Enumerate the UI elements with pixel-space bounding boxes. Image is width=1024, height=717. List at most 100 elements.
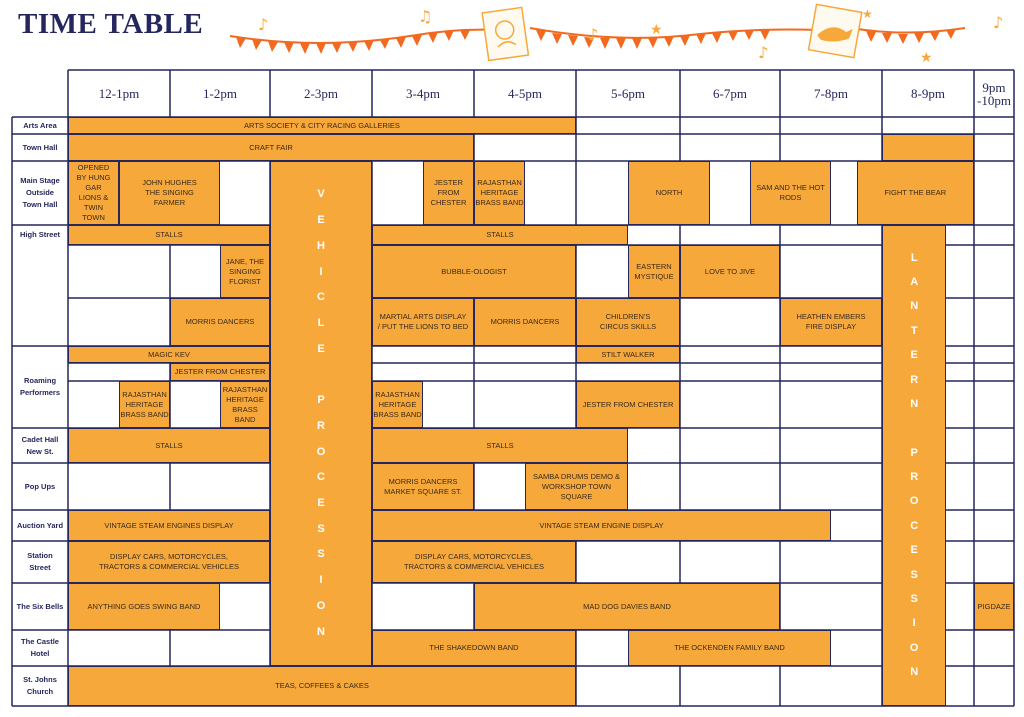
procession-letter: S: [317, 522, 325, 535]
procession-letter: [319, 369, 322, 380]
procession-letter: S: [910, 568, 918, 581]
event-block: JANE, THE SINGING FLORIST: [220, 245, 270, 298]
procession-letter: S: [910, 592, 918, 605]
event-block: FIGHT THE BEAR: [856, 161, 974, 225]
event-block: VINTAGE STEAM ENGINES DISPLAY: [68, 510, 270, 541]
column-header: 4-5pm: [508, 86, 542, 101]
procession-letter: R: [910, 471, 919, 484]
procession-letter: N: [910, 300, 919, 313]
event-block: DISPLAY CARS, MOTORCYCLES, TRACTORS & CO…: [68, 541, 270, 583]
event-block: MORRIS DANCERS: [170, 298, 270, 346]
event-block: NORTH: [628, 161, 710, 225]
event-block: SAM AND THE HOT RODS: [750, 161, 831, 225]
procession-letter: O: [316, 445, 326, 458]
procession-letter: N: [910, 397, 919, 410]
procession-letter: O: [909, 495, 919, 508]
row-label: The Castle Hotel: [21, 637, 59, 658]
column-header: 9pm -10pm: [977, 79, 1011, 108]
procession-letter: O: [316, 599, 326, 612]
event-block: FAIR OPENED BY HUNG GAR LIONS & TWIN TOW…: [68, 161, 119, 225]
event-block: TEAS, COFFEES & CAKES: [68, 666, 576, 706]
procession-letter: I: [912, 617, 916, 630]
column-header: 2-3pm: [304, 86, 338, 101]
procession-letter: C: [317, 471, 325, 484]
procession-letter: P: [910, 446, 918, 459]
column-header: 6-7pm: [713, 86, 747, 101]
page-title: TIME TABLE: [18, 8, 204, 40]
column-header: 3-4pm: [406, 86, 440, 101]
event-block: STALLS: [68, 428, 270, 463]
event-block: JESTER FROM CHESTER: [170, 363, 270, 381]
event-block: HEATHEN EMBERS FIRE DISPLAY: [780, 298, 882, 346]
procession-letter: E: [910, 544, 918, 557]
row-label: Roaming Performers: [19, 376, 61, 397]
row-label: Main Stage Outside Town Hall: [20, 176, 60, 209]
procession-letter: E: [910, 349, 918, 362]
column-header: 5-6pm: [611, 86, 645, 101]
event-block: RAJASTHAN HERITAGE BRASS BAND: [220, 381, 270, 428]
svg-text:★: ★: [862, 7, 873, 21]
event-block: VINTAGE STEAM ENGINE DISPLAY: [372, 510, 831, 541]
svg-text:♪: ♪: [588, 25, 598, 44]
procession-letter: E: [317, 342, 325, 355]
row-label: Pop Ups: [24, 481, 56, 491]
event-block: MORRIS DANCERS MARKET SQUARE ST.: [372, 463, 474, 510]
procession-letter: I: [319, 574, 323, 587]
row-label: Town Hall: [22, 142, 58, 152]
event-block: STALLS: [68, 225, 270, 245]
event-block: LOVE TO JIVE: [680, 245, 780, 298]
procession-letter: A: [910, 276, 919, 289]
procession-letter: L: [317, 316, 325, 329]
event-block: ANYTHING GOES SWING BAND: [68, 583, 220, 630]
event-block: [882, 134, 974, 161]
event-block: RAJASTHAN HERITAGE BRASS BAND: [372, 381, 423, 428]
procession-letter: L: [910, 251, 918, 264]
row-label: High Street: [19, 230, 60, 239]
svg-text:♪: ♪: [258, 15, 268, 34]
row-label: Station Street: [27, 551, 53, 572]
event-block: JOHN HUGHES THE SINGING FARMER: [119, 161, 220, 225]
procession-letter: [913, 423, 916, 434]
svg-text:♪: ♪: [993, 13, 1003, 32]
procession-letter: E: [317, 496, 325, 509]
event-block: JESTER FROM CHESTER: [576, 381, 680, 428]
procession-letter: T: [910, 324, 918, 337]
event-block: RAJASTHAN HERITAGE BRASS BAND: [119, 381, 170, 428]
event-block: THE OCKENDEN FAMILY BAND: [628, 630, 831, 666]
procession-letter: S: [317, 548, 325, 561]
procession-letter: N: [317, 625, 325, 638]
procession-letter: C: [317, 291, 325, 304]
procession-letter: H: [317, 239, 325, 252]
procession-letter: O: [909, 641, 919, 654]
column-header: 8-9pm: [911, 86, 945, 101]
event-block: RAJASTHAN HERITAGE BRASS BAND: [474, 161, 525, 225]
procession-letter: R: [910, 373, 919, 386]
event-block: DISPLAY CARS, MOTORCYCLES, TRACTORS & CO…: [372, 541, 576, 583]
procession-letter: N: [910, 666, 919, 679]
event-block: THE SHAKEDOWN BAND: [372, 630, 576, 666]
column-header: 7-8pm: [814, 86, 848, 101]
event-block: ARTS SOCIETY & CITY RACING GALLERIES: [68, 117, 576, 134]
event-block: CRAFT FAIR: [68, 134, 474, 161]
bunting-decoration: ♪♫♪ ♪♪ ★★★: [229, 3, 1003, 66]
procession-letter: P: [317, 394, 325, 407]
row-label: Cadet Hall New St.: [21, 434, 59, 456]
event-block: SAMBA DRUMS DEMO & WORKSHOP TOWN SQUARE: [525, 463, 628, 510]
procession-letter: E: [317, 214, 325, 227]
event-block: MAD DOG DAVIES BAND: [474, 583, 780, 630]
svg-text:♫: ♫: [418, 7, 432, 26]
event-block: MAGIC KEV: [68, 346, 270, 363]
event-block: JESTER FROM CHESTER: [423, 161, 474, 225]
svg-text:★: ★: [920, 50, 933, 66]
procession-letter: R: [317, 419, 325, 432]
event-block: BUBBLE-OLOGIST: [372, 245, 576, 298]
procession-letter: C: [910, 519, 919, 532]
row-label: Arts Area: [23, 120, 57, 130]
event-block: MARTIAL ARTS DISPLAY / PUT THE LIONS TO …: [372, 298, 474, 346]
column-header: 12-1pm: [98, 86, 140, 101]
event-block: PIGDAZE: [974, 583, 1014, 630]
procession-letter: I: [319, 265, 323, 278]
svg-text:♪: ♪: [758, 43, 768, 62]
